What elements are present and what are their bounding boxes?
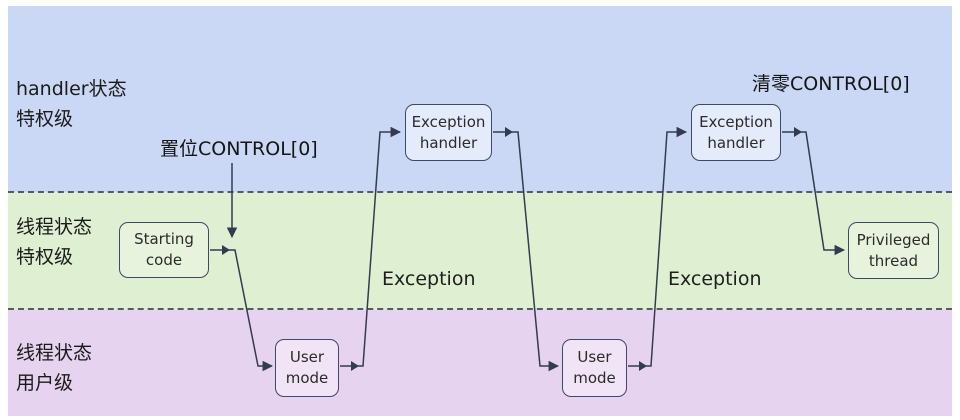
user-mode-node-1: User mode: [275, 339, 339, 397]
lane-divider-lower: [8, 308, 952, 310]
connector-user2-to-exc2: [639, 126, 688, 367]
flow-arrow-user1: [351, 361, 359, 371]
starting-code-node: Starting code: [119, 222, 209, 278]
flow-arrow-exc2: [794, 127, 802, 137]
exception-transition-label-1: Exception: [382, 268, 476, 290]
exception-handler-node-2: Exception handler: [691, 104, 781, 161]
flow-arrow-user2: [639, 361, 647, 371]
clear-control-annotation: 清零CONTROL[0]: [752, 73, 910, 95]
lane-label-thread-privileged: 线程状态 特权级: [16, 216, 93, 268]
lane-label-thread-user: 线程状态 用户级: [16, 342, 93, 394]
flow-arrow-start: [222, 245, 230, 255]
set-control-annotation: 置位CONTROL[0]: [160, 138, 318, 160]
lane-label-handler: handler状态 特权级: [16, 78, 127, 130]
connector-start-to-user1: [222, 249, 274, 372]
exception-transition-label-2: Exception: [668, 268, 762, 290]
privileged-thread-node: Privileged thread: [848, 222, 939, 279]
thread-user-lane: [8, 310, 952, 416]
connector-exc1-to-user2: [505, 131, 560, 372]
connector-user1-to-exc1: [351, 126, 402, 367]
user-mode-node-2: User mode: [562, 339, 627, 397]
exception-handler-node-1: Exception handler: [405, 104, 492, 161]
flow-arrow-exc1: [505, 127, 513, 137]
handler-privileged-lane: [8, 6, 952, 192]
lane-divider-upper: [8, 191, 952, 193]
connector-exc2-to-priv: [794, 131, 846, 256]
